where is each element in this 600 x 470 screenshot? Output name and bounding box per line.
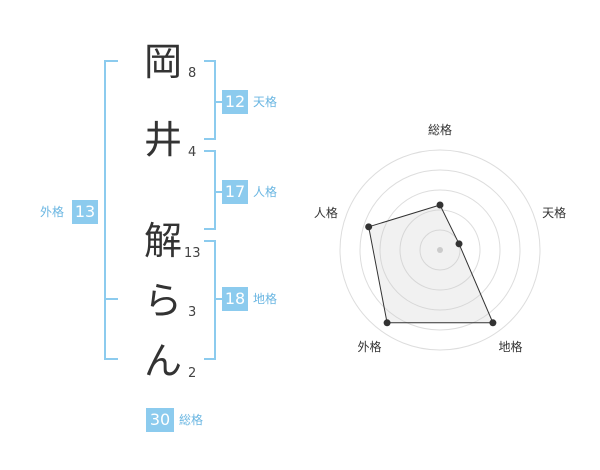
radar-axis-label-2: 天格 [542, 205, 566, 220]
radar-axis-label-4: 外格 [357, 339, 381, 354]
chikaku-bracket [204, 240, 216, 360]
stroke-count-1: 8 [188, 66, 197, 81]
gaikaku-badge: 13 [72, 200, 98, 224]
soukaku-label: 総格 [179, 413, 204, 427]
radar-point-3 [489, 319, 497, 327]
stroke-count-2: 4 [188, 145, 197, 160]
stroke-count-3: 13 [184, 246, 201, 261]
name-char-3: 解 [143, 219, 182, 263]
radar-ring-2 [399, 209, 481, 291]
tenkaku-connector [214, 101, 222, 103]
jinkaku-badge: 17 [222, 180, 248, 204]
gaikaku-label: 外格 [40, 205, 65, 219]
radar-axis-label-1: 総格 [428, 122, 452, 137]
radar-point-4 [383, 319, 391, 327]
radar-point-5 [365, 223, 373, 231]
name-char-5: ん [143, 339, 182, 383]
chikaku-badge: 18 [222, 287, 248, 311]
name-char-2: 井 [143, 118, 182, 162]
jinkaku-bracket [204, 150, 216, 230]
jinkaku-label: 人格 [253, 185, 278, 199]
radar-point-1 [436, 201, 444, 209]
radar-axis-label-5: 人格 [314, 205, 338, 220]
radar-center [437, 247, 443, 253]
gaikaku-bracket [104, 60, 118, 360]
name-char-1: 岡 [143, 40, 182, 84]
radar-series-polygon [368, 204, 494, 324]
stroke-count-4: 3 [188, 305, 197, 320]
radar-axis-label-3: 地格 [499, 339, 523, 354]
radar-point-2 [455, 240, 463, 248]
jinkaku-connector [214, 191, 222, 193]
radar-ring-5 [339, 149, 541, 351]
name-char-4: ら [143, 279, 182, 323]
tenkaku-bracket [204, 60, 216, 140]
chikaku-connector [214, 298, 222, 300]
gaikaku-bracket-tick [104, 298, 118, 300]
radar-ring-1 [419, 229, 461, 271]
tenkaku-label: 天格 [253, 95, 278, 109]
radar-ring-4 [359, 169, 521, 331]
stroke-count-5: 2 [188, 366, 197, 381]
radar-ring-3 [379, 189, 501, 311]
chikaku-label: 地格 [253, 292, 278, 306]
soukaku-badge: 30 [146, 408, 174, 432]
tenkaku-badge: 12 [222, 90, 248, 114]
